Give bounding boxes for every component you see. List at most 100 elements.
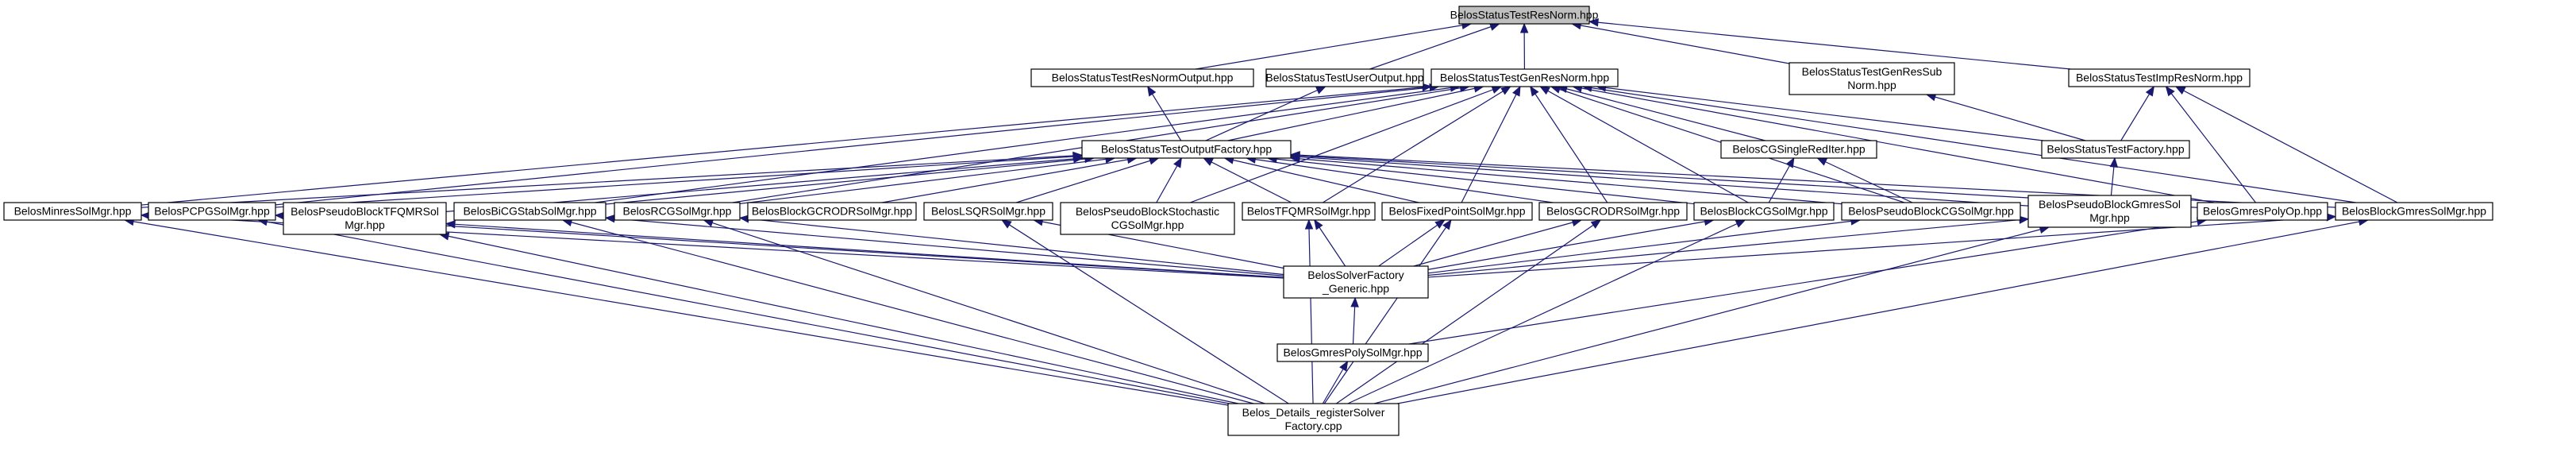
node-label: BelosPseudoBlockStochastic [1076, 205, 1219, 218]
node-box [1265, 68, 1424, 87]
edge-details-to-pcpg [258, 219, 1230, 404]
file-node-blockcg[interactable]: BelosBlockCGSolMgr.hpp [1693, 202, 1835, 221]
node-box [1841, 202, 2021, 221]
edge-blockcg-to-genresnorm [1539, 86, 1749, 203]
file-node-gmrespoly[interactable]: BelosGmresPolyOp.hpp [2197, 202, 2328, 221]
node-box [1283, 265, 1429, 299]
edge-details-to-bicgstab [562, 219, 1254, 404]
arrowhead-tfqmr [1314, 218, 1323, 230]
file-node-impresnorm[interactable]: BelosStatusTestImpResNorm.hpp [2068, 68, 2251, 87]
node-label: BelosGmresPolyOp.hpp [2203, 205, 2322, 218]
node-box [2068, 68, 2251, 87]
node-label: BelosPseudoBlockGmresSol [2039, 198, 2181, 211]
node-label: BelosStatusTestResNormOutput.hpp [1052, 72, 1234, 84]
node-box [1381, 202, 1533, 221]
edge-solverfactory-to-blockgmres [1427, 216, 2336, 278]
file-node-pcpg[interactable]: BelosPCPGSolMgr.hpp [148, 202, 276, 221]
node-label: Norm.hpp [1847, 79, 1896, 91]
node-label: BelosFixedPointSolMgr.hpp [1389, 205, 1526, 218]
node-label: Belos_Details_registerSolver [1242, 406, 1385, 419]
file-node-lsqr[interactable]: BelosLSQRSolMgr.hpp [923, 202, 1053, 221]
file-node-genresnorm[interactable]: BelosStatusTestGenResNorm.hpp [1430, 68, 1619, 87]
arrowhead-blockcg [1735, 219, 1746, 228]
edge-pcpg-to-outfactory [275, 155, 1083, 208]
file-node-gcrodr[interactable]: BelosGCRODRSolMgr.hpp [1538, 202, 1688, 221]
edge-solverfactory-to-fixedpoint [1378, 219, 1446, 267]
arrowhead-resnormout [1147, 85, 1157, 97]
file-node-gmrespolysol[interactable]: BelosGmresPolySolMgr.hpp [1276, 343, 1429, 362]
edge-pbgmres-to-outfactory [1290, 156, 2029, 207]
arrowhead-outfactory [1203, 157, 1214, 166]
node-box [1720, 140, 1877, 159]
edge-pbstoch-to-genresnorm [1189, 86, 1502, 203]
arrowhead-genresnorm [1422, 83, 1433, 92]
file-node-bgcrodr[interactable]: BelosBlockGCRODRSolMgr.hpp [747, 202, 917, 221]
node-box [148, 202, 276, 221]
file-node-rcg[interactable]: BelosRCGSolMgr.hpp [614, 202, 741, 221]
arrowhead-impresnorm [2145, 85, 2154, 97]
node-box [747, 202, 917, 221]
edge-tfqmr-to-outfactory [1203, 157, 1292, 203]
file-node-useroutput[interactable]: BelosStatusTestUserOutput.hpp [1265, 68, 1424, 87]
node-label: _Generic.hpp [1322, 282, 1389, 295]
arrowhead-genresnorm [1539, 86, 1550, 95]
file-node-outfactory[interactable]: BelosStatusTestOutputFactory.hpp [1081, 140, 1292, 159]
file-node-bicgstab[interactable]: BelosBiCGStabSolMgr.hpp [453, 202, 606, 221]
edge-details-to-rcg [703, 219, 1265, 404]
node-box [614, 202, 741, 221]
node-label: BelosBiCGStabSolMgr.hpp [463, 205, 596, 218]
edge-gmrespoly-to-impresnorm [2166, 86, 2256, 203]
edge-stfactory-to-impresnorm [2120, 86, 2154, 141]
file-node-minres[interactable]: BelosMinresSolMgr.hpp [3, 202, 142, 221]
edge-tfqmr-to-genresnorm [1322, 86, 1511, 203]
node-box [1060, 202, 1235, 235]
file-node-resnormout[interactable]: BelosStatusTestResNormOutput.hpp [1030, 68, 1254, 87]
file-node-blockgmres[interactable]: BelosBlockGmresSolMgr.hpp [2335, 202, 2493, 221]
node-box [1242, 202, 1376, 221]
edge-stfactory-to-genressub [1926, 94, 2086, 141]
file-node-solverfactory[interactable]: BelosSolverFactory_Generic.hpp [1283, 265, 1429, 299]
edge-pcpg-to-genresnorm [275, 86, 1439, 206]
node-box [1693, 202, 1835, 221]
edge-solverfactory-to-pbtfqmr [445, 222, 1284, 278]
node-label: Mgr.hpp [2089, 211, 2130, 224]
node-box [1276, 343, 1429, 362]
file-node-tfqmr[interactable]: BelosTFQMRSolMgr.hpp [1242, 202, 1376, 221]
edge-solverfactory-to-pbgmres [1427, 218, 2029, 276]
edge-details-to-minres [125, 219, 1229, 406]
node-box [3, 202, 142, 221]
file-node-fixedpoint[interactable]: BelosFixedPointSolMgr.hpp [1381, 202, 1533, 221]
node-box [1081, 140, 1292, 159]
file-node-pbcg[interactable]: BelosPseudoBlockCGSolMgr.hpp [1841, 202, 2021, 221]
file-node-stfactory[interactable]: BelosStatusTestFactory.hpp [2041, 140, 2190, 159]
edge-minres-to-outfactory [141, 154, 1083, 208]
edge-details-to-tfqmr [1308, 219, 1314, 404]
edge-solverfactory-to-tfqmr [1314, 219, 1346, 267]
file-node-root[interactable]: BelosStatusTestResNorm.hpp [1450, 6, 1599, 25]
edge-details-to-blockgmres [1397, 219, 2368, 404]
edge-outfactory-to-resnormout [1147, 86, 1182, 141]
node-label: CGSolMgr.hpp [1111, 218, 1184, 231]
node-label: BelosBlockGmresSolMgr.hpp [2342, 205, 2486, 218]
node-label: BelosLSQRSolMgr.hpp [931, 205, 1045, 218]
edge-gcrodr-to-outfactory [1246, 157, 1554, 203]
edge-solverfactory-to-pbcg [1427, 219, 1861, 274]
arrowhead-lsqr [1001, 219, 1012, 229]
edge-genressub-to-root [1572, 23, 1790, 64]
edge-lsqr-to-outfactory [1016, 157, 1159, 203]
node-box [1458, 6, 1590, 25]
edge-details-to-blockcg [1347, 219, 1746, 404]
arrowhead-impresnorm [2165, 85, 2175, 97]
arrowhead-genresnorm [1500, 86, 1511, 95]
edge-blockgmres-to-impresnorm [2175, 86, 2398, 203]
edge-pbcg-to-outfactory [1290, 157, 1842, 205]
edge-blockgmres-to-genresnorm [1582, 86, 2356, 203]
edge-outfactory-to-useroutput [1205, 86, 1326, 141]
arrowhead-pbtfqmr [445, 220, 456, 229]
file-node-cgsingle[interactable]: BelosCGSingleRedIter.hpp [1720, 140, 1877, 159]
